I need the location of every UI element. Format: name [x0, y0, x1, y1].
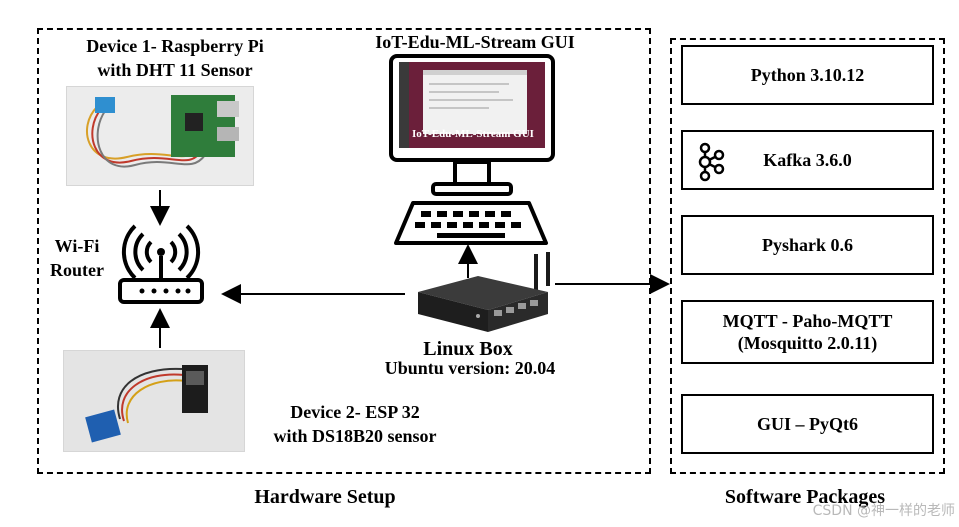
- software-packages-caption: Software Packages: [724, 486, 886, 508]
- device2-label-line1: Device 2- ESP 32: [290, 402, 420, 422]
- device1-label-line2: with DHT 11 Sensor: [97, 60, 253, 80]
- hardware-setup-box: [37, 28, 651, 474]
- watermark: CSDN @神一样的老师: [812, 503, 955, 519]
- package-python: Python 3.10.12: [681, 45, 934, 105]
- ubuntu-version-label: Ubuntu version: 20.04: [384, 358, 556, 378]
- package-gui-label: GUI – PyQt6: [757, 414, 858, 434]
- linux-box-icon: [408, 252, 558, 338]
- router-label-line1: Wi-Fi: [54, 236, 100, 256]
- device1-label-line1: Device 1- Raspberry Pi: [86, 36, 264, 56]
- package-gui: GUI – PyQt6: [681, 394, 934, 454]
- package-kafka-label: Kafka 3.6.0: [763, 150, 852, 170]
- linux-box-label: Linux Box: [423, 338, 513, 360]
- software-packages-box: [670, 38, 945, 474]
- package-mqtt-label-line2: (Mosquitto 2.0.11): [737, 333, 878, 353]
- monitor-icon: [389, 54, 555, 196]
- screen-label: IoT-Edu-ML-Stream GUI: [412, 128, 534, 140]
- hardware-setup-caption: Hardware Setup: [254, 486, 396, 508]
- package-pyshark: Pyshark 0.6: [681, 215, 934, 275]
- wifi-router-icon: [118, 222, 204, 304]
- esp32-photo: [63, 350, 245, 452]
- package-pyshark-label: Pyshark 0.6: [761, 235, 853, 255]
- package-python-label: Python 3.10.12: [750, 65, 865, 85]
- gui-title: IoT-Edu-ML-Stream GUI: [375, 32, 575, 52]
- package-mqtt: MQTT - Paho-MQTT (Mosquitto 2.0.11): [681, 300, 934, 364]
- device2-label-line2: with DS18B20 sensor: [273, 426, 437, 446]
- package-mqtt-label-line1: MQTT - Paho-MQTT: [722, 311, 893, 331]
- keyboard-icon: [393, 200, 549, 246]
- package-kafka: Kafka 3.6.0: [681, 130, 934, 190]
- raspberry-pi-photo: [66, 86, 254, 186]
- kafka-icon: [695, 142, 725, 182]
- router-label-line2: Router: [50, 260, 104, 280]
